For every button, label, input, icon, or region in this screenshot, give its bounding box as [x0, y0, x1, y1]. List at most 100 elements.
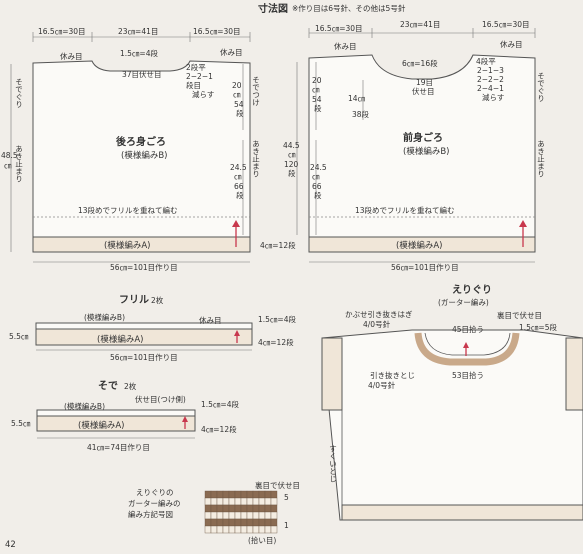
header-note: ※作り目は6号針、その他は5号針 [292, 3, 406, 13]
symbol-cell [240, 497, 248, 506]
symbol-chart-title-1: えりぐりの [136, 488, 174, 497]
front-neck-dec-2: 2−1−3 [477, 66, 504, 75]
symbol-cell [270, 490, 278, 499]
symbol-cell [210, 511, 218, 520]
symbol-cell [252, 497, 260, 506]
back-top-mid-width: 23㎝=41目 [118, 27, 158, 36]
symbol-cell [246, 490, 254, 499]
frill-height: 5.5㎝ [9, 332, 29, 341]
frill-piece: フリル 2枚 (模様編みB) 休み目 (模様編みA) 5.5㎝ 1.5㎝=4段 … [9, 294, 296, 362]
back-total-cm: 48.5 [1, 151, 18, 160]
symbol-cell [222, 518, 230, 527]
sweater-body-outline [321, 329, 583, 521]
frill-pattern-a: (模様編みA) [97, 334, 143, 345]
symbol-cell [222, 490, 230, 499]
symbol-cell [228, 518, 236, 527]
sleeve-bottom-height: 4㎝=12段 [201, 424, 237, 434]
front-total-cm: 44.5 [283, 141, 300, 150]
front-neck-dec-1: 4段平 [476, 56, 496, 66]
symbol-cell [210, 497, 218, 506]
back-yasumime-left: 休み目 [60, 51, 83, 61]
neckband-fuse-note: 裏目で伏せ目 [497, 310, 542, 320]
back-piece-subtitle: (模様編みB) [121, 150, 167, 161]
sleeve-cap-left [321, 337, 343, 411]
sleeve-height: 5.5㎝ [11, 419, 31, 428]
front-side-cm: 24.5 [310, 163, 327, 172]
back-akidomari-right: あき止まり [251, 140, 260, 178]
symbol-cell [222, 525, 230, 534]
symbol-cell [216, 497, 224, 506]
symbol-cell [252, 525, 260, 534]
back-yasumime-right: 休み目 [220, 47, 243, 57]
front-ribbing-band [308, 236, 536, 253]
sleeve-bottom-band [36, 415, 196, 432]
back-frill-note: 13段めでフリルを重ねて編む [78, 205, 178, 215]
sleeve-pattern-b: (模様編みB) [64, 401, 105, 411]
back-ribbing-band [32, 236, 251, 253]
symbol-cell [258, 504, 266, 513]
front-piece-subtitle: (模様編みB) [403, 146, 449, 157]
back-top-right-width: 16.5㎝=30目 [193, 27, 241, 36]
front-neck-dec-3: 2−2−2 [477, 75, 504, 84]
front-mid-cm: 14㎝ [348, 94, 366, 103]
neckband-front-pickup: 53目拾う [452, 370, 484, 380]
symbol-cell [222, 511, 230, 520]
symbol-chart-fuse-note: 裏目で伏せ目 [255, 480, 300, 490]
symbol-cell [246, 518, 254, 527]
neckband-title: えりぐり [452, 284, 492, 296]
symbol-cell [234, 518, 242, 527]
symbol-cell [228, 497, 236, 506]
front-armhole-cm: 20 [312, 76, 322, 85]
symbol-cell [246, 497, 254, 506]
sleeve-pattern-a: (模様編みA) [78, 420, 124, 431]
neckband-back-pickup: 45目拾う [452, 324, 484, 334]
symbol-cell [216, 525, 224, 534]
symbol-cell [234, 511, 242, 520]
front-body-outline [308, 54, 536, 238]
sleeve-count: 2枚 [124, 381, 137, 391]
back-bottom-width: 56㎝=101目作り目 [110, 262, 178, 272]
header-title: 寸法図 [258, 2, 288, 15]
neckband-subtitle: (ガーター編み) [438, 297, 489, 307]
neckband-hikinuki-1: 引き抜きとじ [370, 370, 415, 380]
front-top-left-width: 16.5㎝=30目 [315, 24, 363, 33]
symbol-cell [270, 504, 278, 513]
symbol-cell [246, 511, 254, 520]
symbol-chart-row-1: 1 [284, 521, 289, 530]
front-side-cm-unit: ㎝ [312, 172, 320, 181]
symbol-cell [216, 518, 224, 527]
front-mid-rows: 38段 [352, 109, 370, 119]
symbol-cell [264, 525, 272, 534]
symbol-cell [240, 490, 248, 499]
front-piece-title: 前身ごろ [403, 131, 443, 144]
page-number: 42 [5, 540, 16, 550]
back-neck-dec-1: 2段平 [186, 62, 206, 72]
symbol-cell [240, 525, 248, 534]
front-neck-dec-5: 減らす [482, 92, 504, 102]
front-total-rows: 120 [284, 160, 299, 169]
symbol-cell [222, 497, 230, 506]
frill-bottom-band [35, 328, 253, 346]
front-top-right-width: 16.5㎝=30目 [482, 20, 530, 29]
frill-bottom-height: 4㎝=12段 [258, 337, 294, 347]
sleeve-bottom-width: 41㎝=74目作り目 [87, 442, 150, 452]
symbol-cell [258, 490, 266, 499]
front-armhole-rows: 54 [312, 95, 322, 104]
symbol-cell [258, 511, 266, 520]
symbol-cell [240, 518, 248, 527]
sleeve-piece: そで 2枚 伏せ目(つけ側) (模様編みB) (模様編みA) 5.5㎝ 1.5㎝… [11, 380, 239, 452]
front-neck-bindoff-count: 19目 [416, 78, 433, 87]
frill-top-height: 1.5㎝=4段 [258, 314, 296, 324]
front-neck-height: 6㎝=16段 [402, 58, 438, 68]
neckband-diagram: えりぐり (ガーター編み) かぶせ引き抜きはぎ 4/0号針 裏目で伏せ目 45目… [321, 284, 583, 521]
front-akidomari-right: あき止まり [536, 140, 545, 178]
symbol-cell [222, 504, 230, 513]
frill-pattern-b: (模様編みB) [84, 312, 125, 322]
neckline-inner [424, 332, 511, 356]
back-neck-dec-2: 2−2−1 [186, 72, 213, 81]
front-armhole-cm-unit: ㎝ [312, 85, 320, 94]
front-sodeguri-right: そでぐり [537, 72, 546, 103]
symbol-cell [252, 511, 260, 520]
front-total-cm-unit: ㎝ [288, 150, 296, 159]
back-neck-dec-3: 段目 [186, 80, 201, 90]
